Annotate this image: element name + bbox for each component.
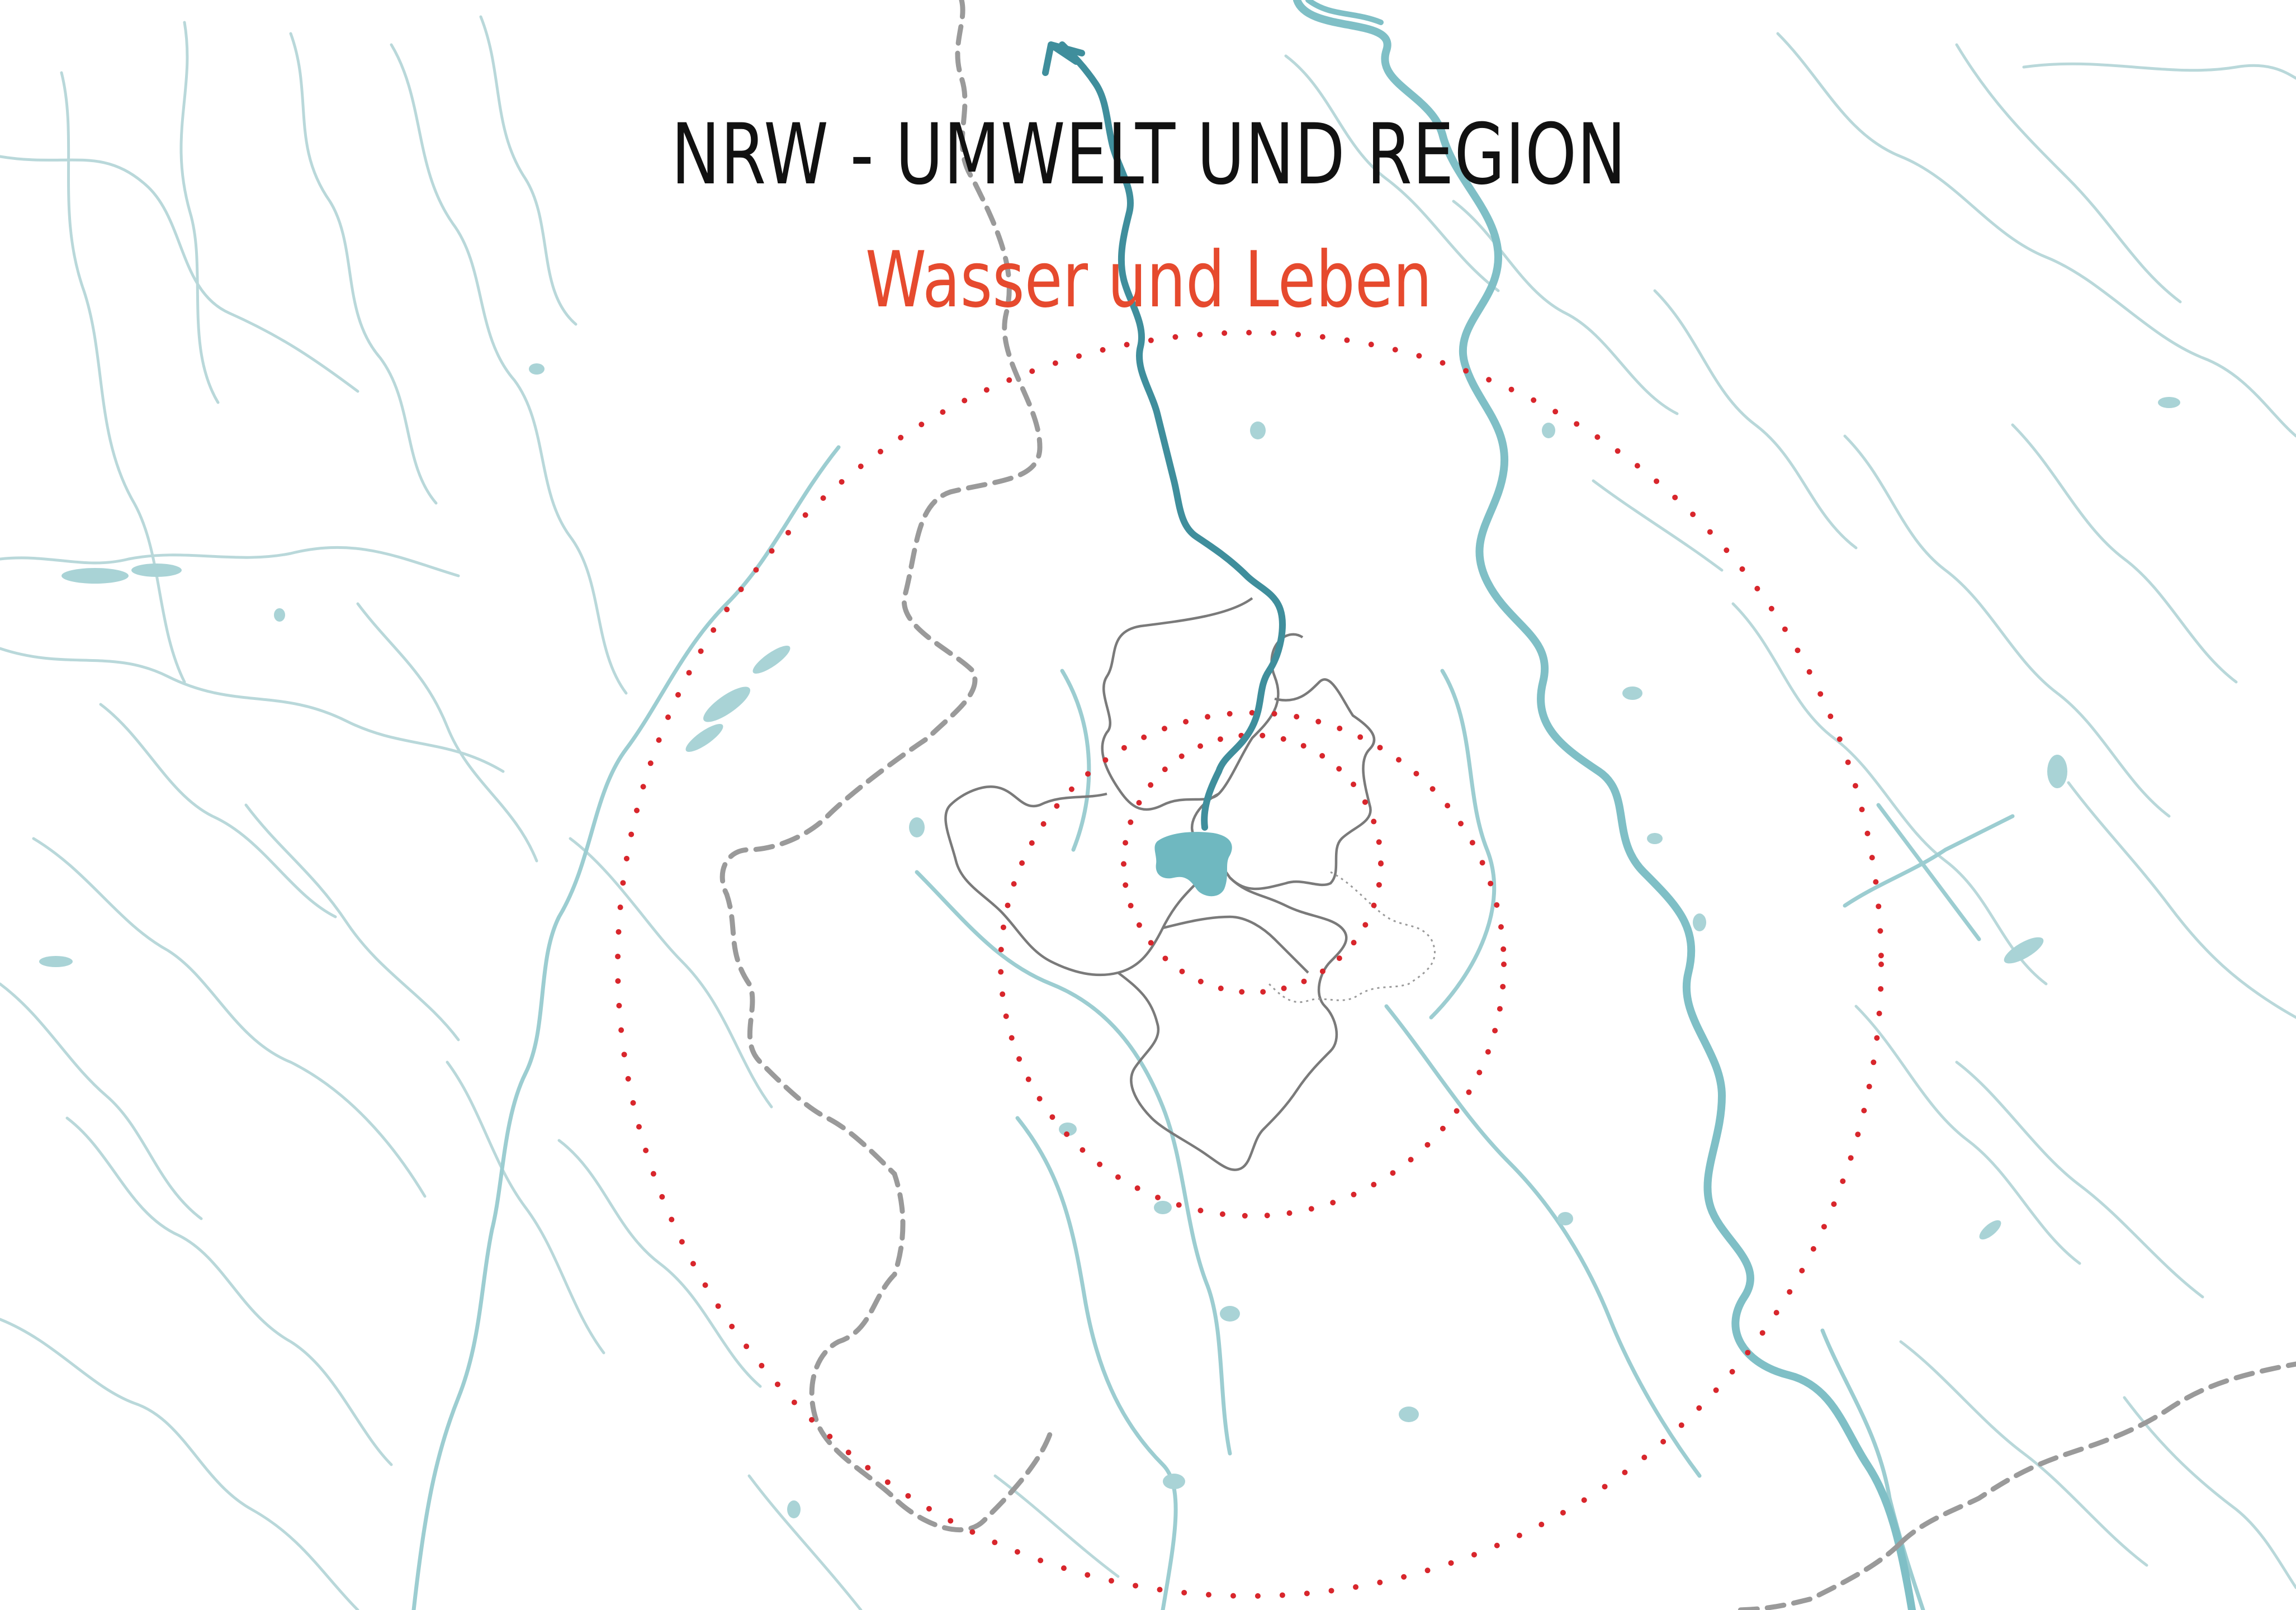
- ring-middle: [998, 710, 1507, 1219]
- lake-icon: [1154, 832, 1232, 897]
- state-borders: [719, 0, 2296, 1610]
- municipality-center: [1162, 915, 1309, 974]
- municipality-south: [1117, 877, 1348, 1171]
- rivers: [411, 445, 2015, 1610]
- distance-rings: [615, 330, 1884, 1599]
- page-subtitle: Wasser und Leben: [865, 235, 1432, 325]
- ring-outer: [615, 330, 1884, 1599]
- major-river: [1293, 0, 1916, 1610]
- ring-inner: [1121, 732, 1384, 995]
- municipality-west: [944, 785, 1197, 977]
- municipality-north: [1101, 597, 1304, 811]
- page-title: NRW - UMWELT UND REGION: [671, 106, 1627, 203]
- arrow-up-icon: [1042, 41, 1085, 76]
- highlighted-river: [1042, 41, 1286, 831]
- municipal-boundaries: [944, 597, 1436, 1171]
- background-streams: [0, 15, 2296, 1610]
- municipality-outline-dotted: [1268, 871, 1436, 1003]
- water-bodies: [39, 363, 2180, 1518]
